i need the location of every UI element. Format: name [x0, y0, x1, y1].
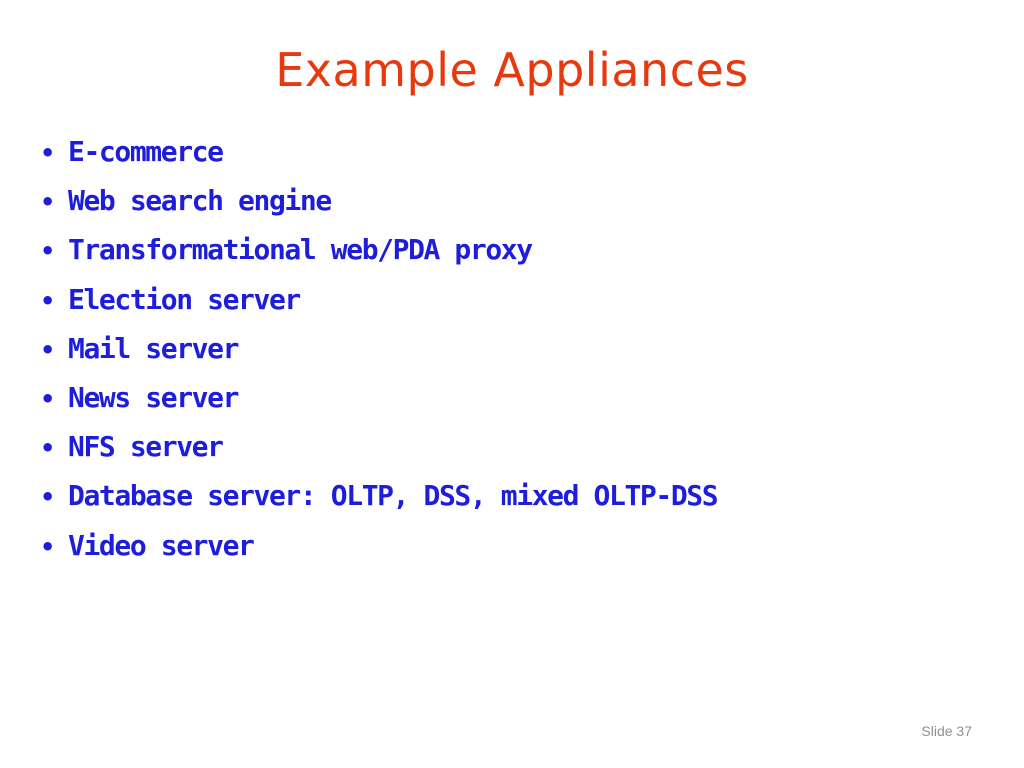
- bullet-icon: •: [40, 139, 56, 167]
- bullet-icon: •: [40, 188, 56, 217]
- bullet-text: NFS server: [68, 430, 224, 464]
- bullet-text: News server: [68, 380, 239, 414]
- slide-number: Slide 37: [921, 723, 972, 739]
- bullet-item-web-search-engine: • Web search engine: [40, 176, 717, 225]
- bullet-item-mail-server: • Mail server: [40, 324, 717, 373]
- bullet-item-news-server: • News server: [40, 373, 717, 422]
- bullet-icon: •: [40, 384, 56, 413]
- bullet-item-transformational-proxy: • Transformational web/PDA proxy: [40, 225, 717, 274]
- bullet-icon: •: [40, 335, 56, 364]
- bullet-icon: •: [40, 532, 56, 561]
- bullet-item-nfs-server: • NFS server: [40, 422, 717, 471]
- bullet-icon: •: [40, 434, 56, 463]
- bullet-icon: •: [40, 237, 56, 266]
- bullet-text: Web search engine: [68, 184, 332, 218]
- bullet-text: E-commerce: [68, 135, 224, 168]
- bullet-text: Election server: [68, 282, 301, 316]
- bullet-item-election-server: • Election server: [40, 275, 717, 324]
- slide-title: Example Appliances: [275, 43, 749, 97]
- bullet-item-ecommerce: • E-commerce: [40, 127, 717, 176]
- bullet-text: Mail server: [68, 331, 239, 365]
- bullet-icon: •: [40, 286, 56, 315]
- bullet-item-video-server: • Video server: [40, 521, 717, 570]
- bullet-list: • E-commerce • Web search engine • Trans…: [40, 127, 719, 570]
- bullet-item-database-server: • Database server: OLTP, DSS, mixed OLTP…: [40, 471, 719, 520]
- bullet-icon: •: [40, 483, 56, 512]
- bullet-text: Database server: OLTP, DSS, mixed OLTP-D…: [68, 479, 719, 513]
- bullet-text: Transformational web/PDA proxy: [68, 233, 533, 267]
- bullet-text: Video server: [68, 528, 255, 562]
